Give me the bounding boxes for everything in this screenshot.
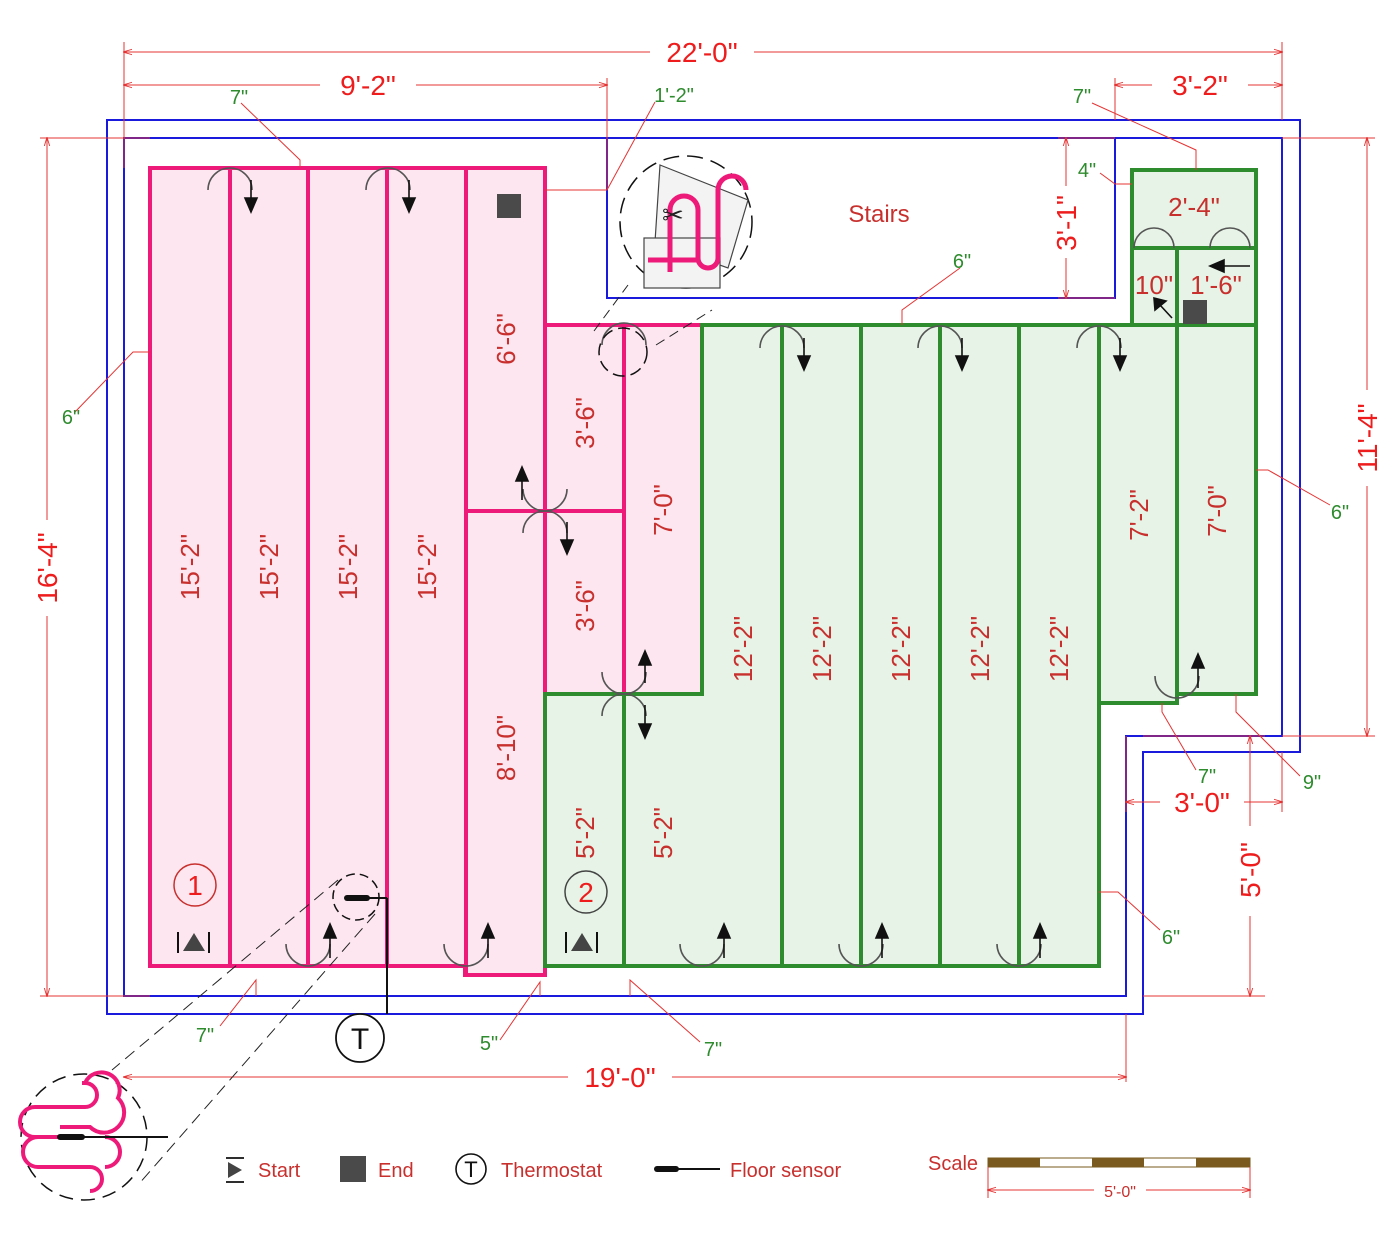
legend-end-label: End [378, 1160, 414, 1182]
run-label: 12'-2" [1044, 616, 1074, 682]
offset-label: 7" [1073, 86, 1091, 108]
run-label: 8'-10" [491, 715, 521, 781]
legend-thermostat-label: Thermostat [501, 1160, 603, 1182]
zone-1-circle [173, 863, 217, 907]
offset-leaders [74, 101, 1331, 1043]
run-labels-zone-1: 15'-2" 15'-2" 15'-2" 15'-2" 6'-6" 8'-10"… [175, 313, 678, 781]
run-label: 5'-2" [648, 807, 678, 859]
run-label: 2'-4" [1168, 192, 1220, 222]
cable-cut-detail: ✂ [593, 155, 753, 377]
bottom-width-dim: 19'-0" [584, 1062, 655, 1093]
stairs-label: Stairs [848, 201, 909, 228]
offset-label: 4" [1078, 160, 1096, 182]
zone1-width-dim: 9'-2" [340, 70, 396, 101]
run-label: 10" [1135, 270, 1173, 300]
offset-label: 7" [704, 1039, 722, 1061]
legend: Start End T Thermostat Floor sensor [226, 1153, 841, 1185]
stairs-depth-dim: 3'-1" [1051, 195, 1082, 251]
end-markers [497, 194, 1207, 324]
start-marker-zone-1 [177, 932, 210, 953]
run-label: 15'-2" [175, 534, 205, 600]
run-label: 12'-2" [965, 616, 995, 682]
cable-turns [207, 167, 1251, 967]
run-label: 5'-2" [570, 807, 600, 859]
flow-arrows [243, 180, 1250, 958]
run-label: 3'-6" [570, 397, 600, 449]
run-label: 15'-2" [254, 534, 284, 600]
legend-start-icon [226, 1157, 244, 1183]
zone-2-area [543, 168, 1258, 968]
scale-value: 5'-0" [1104, 1184, 1136, 1201]
offset-label: 7" [230, 87, 248, 109]
offset-labels: 7" 6" 7" 5" 7" 1'-2" 6" 7" 4" 6" 7" 9" 6… [62, 85, 1349, 1061]
offset-label: 1'-2" [654, 85, 694, 107]
run-label: 3'-6" [570, 580, 600, 632]
offset-label: 6" [62, 407, 80, 429]
legend-sensor-label: Floor sensor [730, 1160, 841, 1182]
scale-label: Scale [928, 1153, 978, 1175]
thermostat-symbol: T [335, 996, 388, 1063]
legend-thermostat-letter: T [464, 1157, 477, 1182]
legend-thermostat-icon [455, 1153, 487, 1185]
run-label: 15'-2" [333, 534, 363, 600]
right-width-dim: 3'-2" [1172, 70, 1228, 101]
scale-bar: Scale 5'-0" [928, 1153, 1250, 1201]
run-label: 7'-0" [1202, 485, 1232, 537]
overall-width-dim: 22'-0" [666, 37, 737, 68]
offset-label: 7" [1198, 766, 1216, 788]
legend-start-label: Start [258, 1160, 301, 1182]
notch-height-dim: 5'-0" [1235, 842, 1266, 898]
run-labels-zone-2: 5'-2" 5'-2" 12'-2" 12'-2" 12'-2" 12'-2" … [570, 192, 1242, 859]
offset-label: 5" [480, 1033, 498, 1055]
zone-2-circle [564, 870, 608, 914]
run-label: 6'-6" [491, 313, 521, 365]
legend-end-icon [340, 1156, 366, 1182]
run-label: 12'-2" [728, 616, 758, 682]
run-label: 12'-2" [886, 616, 916, 682]
right-height-dim: 11'-4" [1352, 403, 1383, 472]
thermostat-letter: T [351, 1023, 369, 1056]
dimension-labels: 22'-0" 9'-2" 3'-2" 16'-4" 11'-4" 19'-0" … [32, 36, 1383, 1093]
offset-label: 6" [1331, 502, 1349, 524]
cable-detail-callout [18, 1070, 168, 1201]
overall-height-dim: 16'-4" [32, 532, 63, 603]
zone-2-number: 2 [578, 877, 594, 908]
run-label: 12'-2" [807, 616, 837, 682]
run-label: 7'-2" [1124, 489, 1154, 541]
offset-label: 6" [953, 251, 971, 273]
start-marker-zone-2 [565, 932, 598, 953]
offset-label: 6" [1162, 927, 1180, 949]
run-label: 15'-2" [412, 534, 442, 600]
zone-1-area [148, 166, 704, 977]
zone-1-number: 1 [187, 870, 203, 901]
run-label: 7'-0" [648, 484, 678, 536]
run-label: 1'-6" [1190, 270, 1242, 300]
notch-width-dim: 3'-0" [1174, 787, 1230, 818]
offset-label: 9" [1303, 772, 1321, 794]
scissors-icon: ✂ [662, 201, 684, 231]
offset-label: 7" [196, 1025, 214, 1047]
